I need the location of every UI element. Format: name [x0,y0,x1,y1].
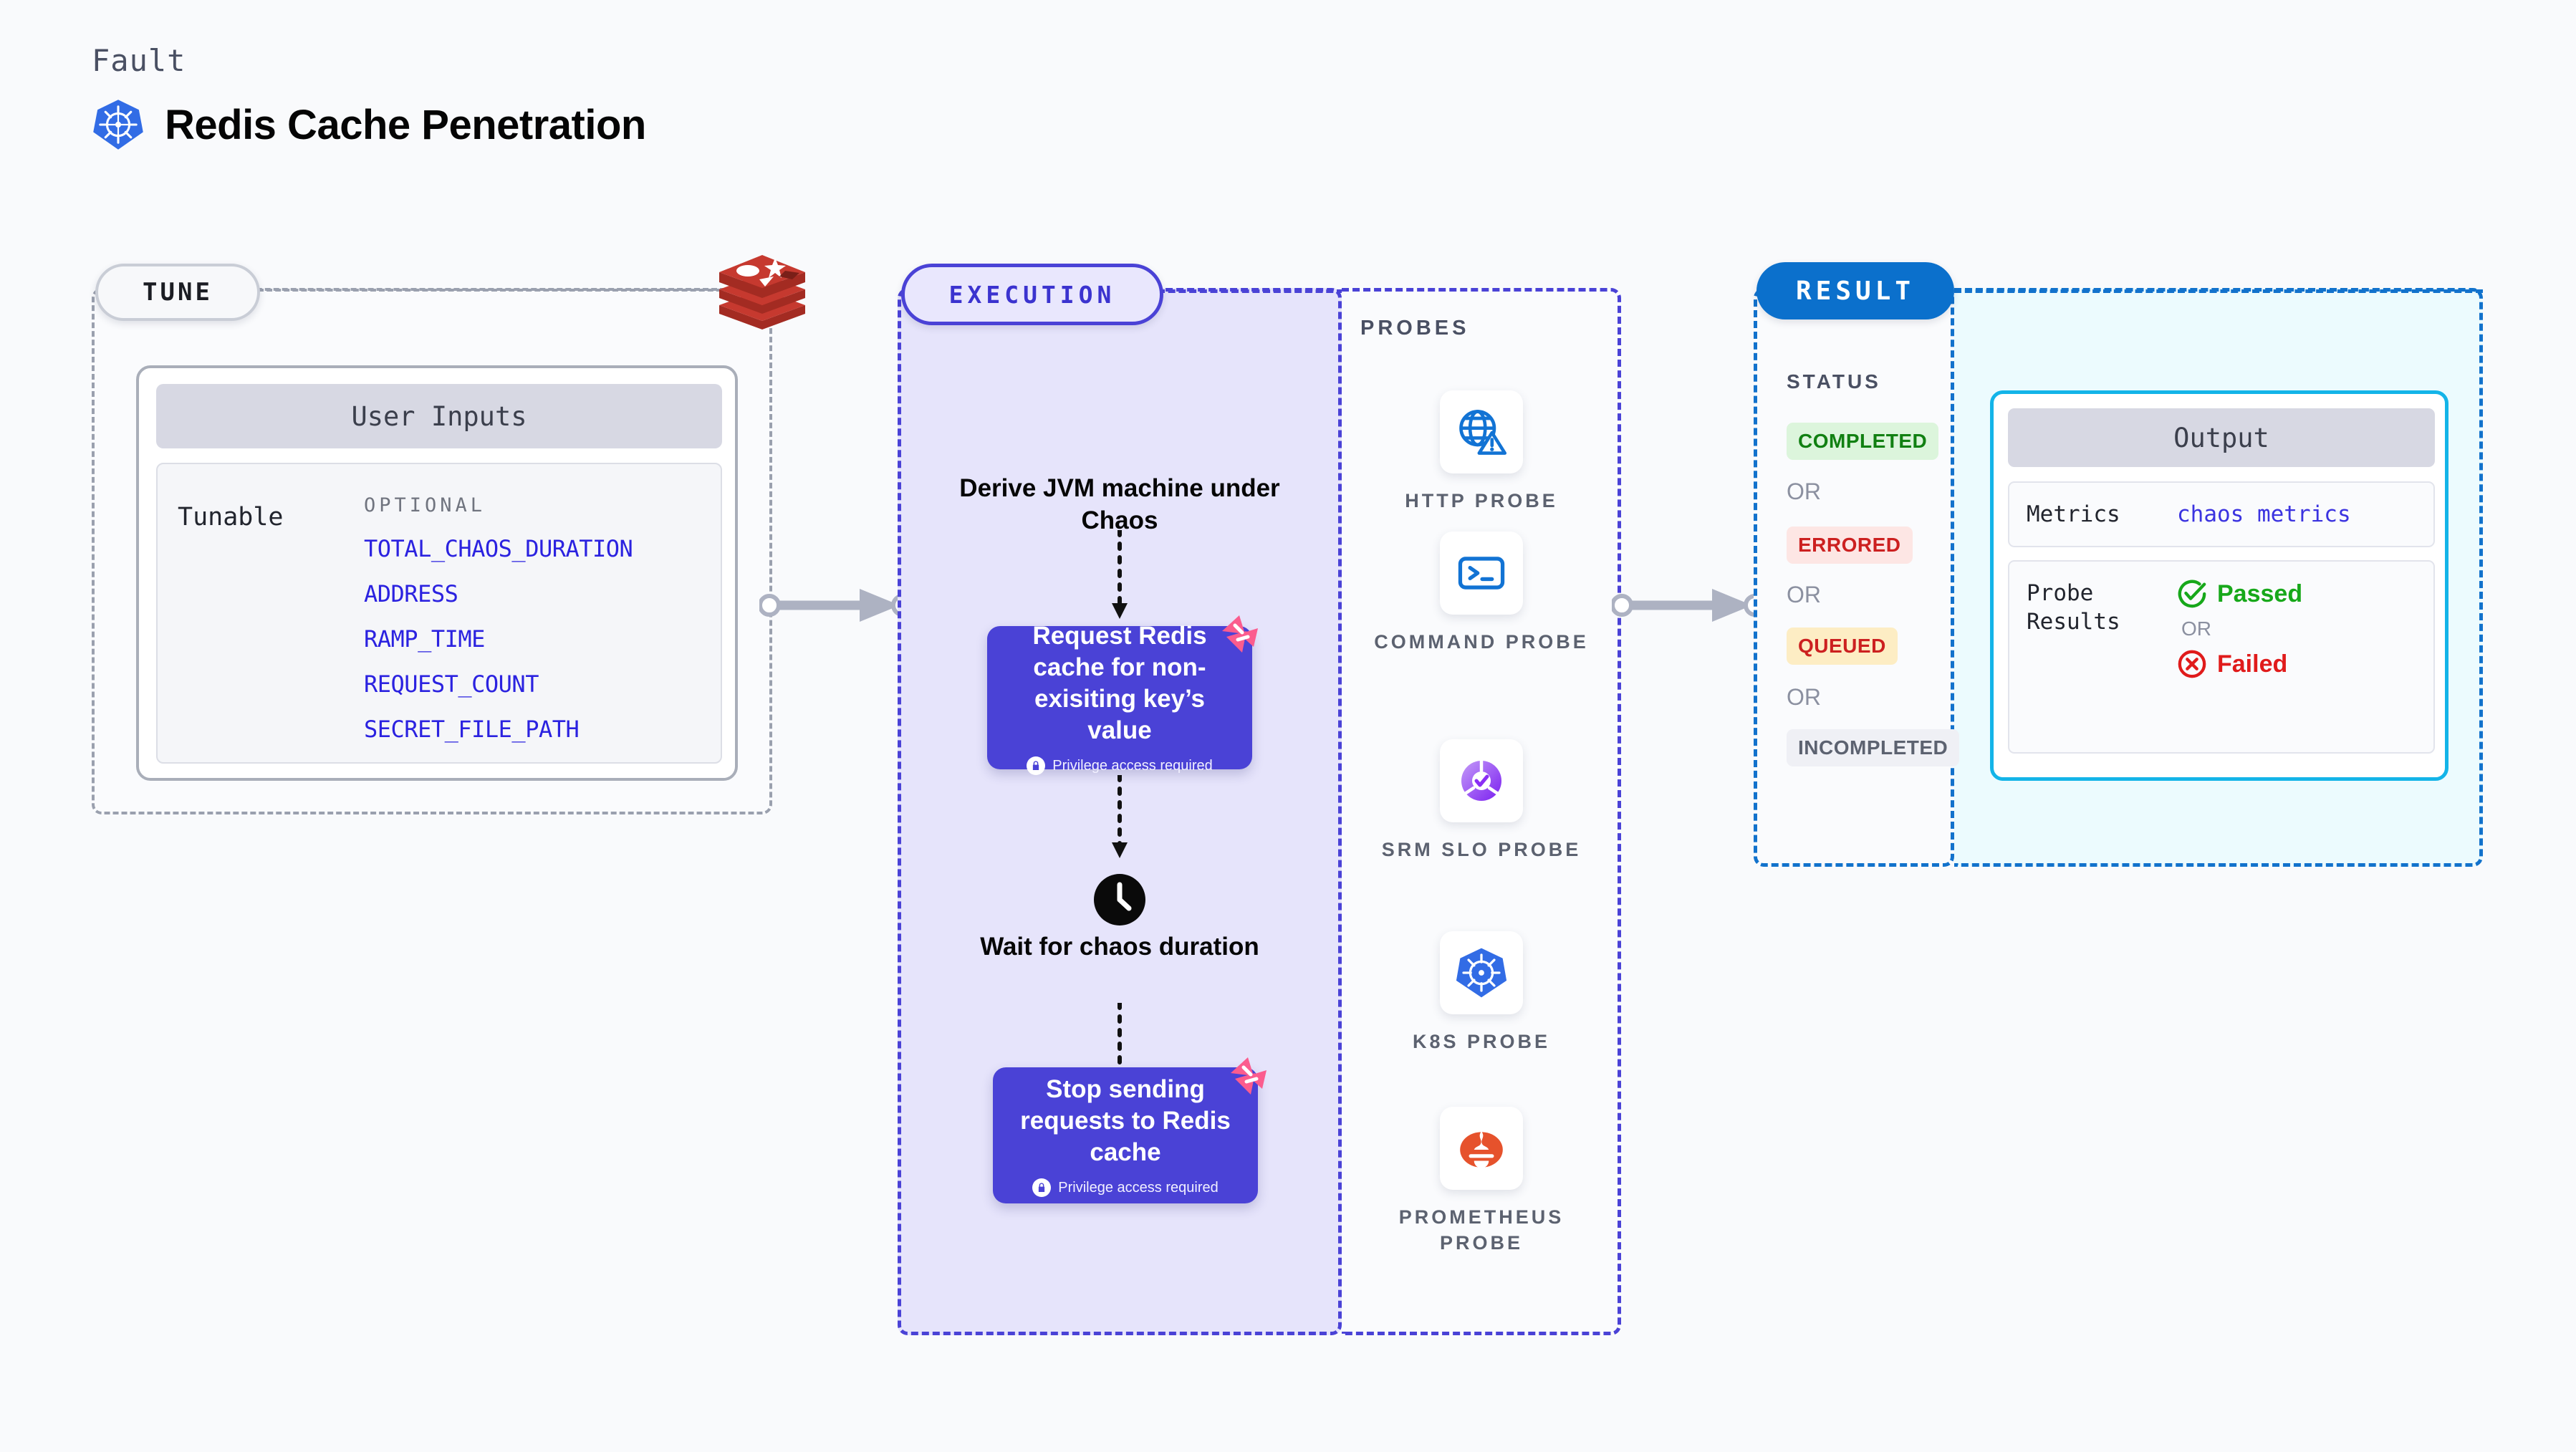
tunable-variable[interactable]: TOTAL_CHAOS_DURATION [364,535,633,562]
metrics-key: Metrics [2027,501,2120,527]
probe-label: HTTP PROBE [1405,490,1558,511]
user-inputs-card: User Inputs Tunable OPTIONAL TOTAL_CHAOS… [136,365,738,781]
metrics-row: Metrics chaos metrics [2008,481,2435,547]
kubernetes-icon [93,100,143,150]
result-status-panel [1754,288,1954,867]
page-title: Redis Cache Penetration [165,101,646,148]
tune-to-execution-connector [759,589,914,622]
probe-item-prometheus[interactable]: PROMETHEUS PROBE [1374,1107,1589,1256]
execution-node-title: Stop sending requests to Redis cache [1020,1074,1231,1167]
probe-item-k8s[interactable]: K8S PROBE [1374,931,1589,1054]
or-separator: OR [2181,617,2211,640]
result-pill: RESULT [1756,262,1954,319]
probe-result-failed: Failed [2177,649,2302,679]
execution-step-text: Derive JVM machine under Chaos [959,474,1280,534]
user-inputs-body: Tunable OPTIONAL TOTAL_CHAOS_DURATION AD… [156,463,722,764]
probe-item-srm-slo[interactable]: SRM SLO PROBE [1374,739,1589,862]
failed-label: Failed [2217,650,2288,678]
optional-label: OPTIONAL [364,494,486,516]
or-separator: OR [1787,479,1821,504]
probe-item-http[interactable]: HTTP PROBE [1374,390,1589,514]
tunable-variable[interactable]: REQUEST_COUNT [364,670,539,698]
flow-arrow-icon [1112,530,1128,619]
flow-arrow-icon [1112,775,1128,858]
probe-results-key: Probe Results [2027,580,2120,635]
passed-label: Passed [2217,580,2303,607]
globe-warning-icon [1440,390,1523,473]
execution-node-subtitle: Privilege access required [1032,1178,1219,1198]
title-row: Redis Cache Penetration [92,98,646,151]
execution-connector-line [1158,289,1344,293]
prometheus-icon [1440,1107,1523,1190]
probe-results-values: Passed OR Failed [2177,579,2302,752]
execution-node-sub-label: Privilege access required [1052,757,1213,774]
or-separator: OR [1787,684,1821,710]
status-badge-errored: ERRORED [1787,527,1913,564]
execution-pill: EXECUTION [901,264,1163,325]
tunable-variable[interactable]: ADDRESS [364,580,458,607]
page-header: Fault Redis Cache Penetration [92,43,646,151]
status-badge-queued: QUEUED [1787,628,1898,665]
slo-donut-check-icon [1440,739,1523,822]
execution-node-card[interactable]: Stop sending requests to Redis cache Pri… [993,1067,1258,1203]
optional-group: OPTIONAL TOTAL_CHAOS_DURATION ADDRESS RA… [364,494,721,762]
probe-label: K8S PROBE [1412,1031,1551,1052]
execution-step-text: Wait for chaos duration [980,933,1259,961]
fault-kicker: Fault [92,43,186,78]
x-circle-icon [2178,650,2206,678]
execution-node-subtitle: Privilege access required [1027,756,1213,776]
lock-icon [1027,756,1046,776]
status-badge-completed: COMPLETED [1787,423,1939,460]
probe-label: SRM SLO PROBE [1381,839,1582,860]
check-circle-icon [2178,580,2206,608]
tunable-variable[interactable]: SECRET_FILE_PATH [364,716,580,743]
kubernetes-icon [1440,931,1523,1014]
metrics-value[interactable]: chaos metrics [2177,501,2351,527]
execution-node-card[interactable]: Request Redis cache for non-exisiting ke… [987,622,1252,776]
probe-label: PROMETHEUS PROBE [1398,1206,1565,1254]
litmus-icon [1231,1057,1267,1095]
user-inputs-title: User Inputs [156,384,722,448]
litmus-icon [1222,615,1258,653]
status-badge-incompleted: INCOMPLETED [1787,729,1960,766]
result-connector-line [1954,289,2483,293]
clock-icon [1094,874,1145,925]
terminal-icon [1440,532,1523,615]
probe-item-command[interactable]: COMMAND PROBE [1374,532,1589,655]
probe-result-passed: Passed [2177,579,2302,609]
output-card-title: Output [2008,408,2435,467]
tunable-variable[interactable]: RAMP_TIME [364,625,485,653]
redis-icon [719,255,805,330]
probe-label: COMMAND PROBE [1374,631,1589,653]
probes-section-label: PROBES [1360,317,1470,340]
output-card: Output Metrics chaos metrics Probe Resul… [1990,390,2448,781]
tune-connector-line [258,289,739,292]
execution-node-sub-label: Privilege access required [1058,1179,1219,1196]
execution-node-title: Request Redis cache for non-exisiting ke… [1032,621,1207,745]
probe-results-row: Probe Results Passed OR Failed [2008,560,2435,754]
or-separator: OR [1787,582,1821,607]
tune-pill: TUNE [95,264,260,321]
lock-icon [1032,1178,1052,1198]
status-section-label: STATUS [1787,370,1881,393]
tunable-label: Tunable [178,503,284,532]
execution-to-result-connector [1612,589,1767,622]
